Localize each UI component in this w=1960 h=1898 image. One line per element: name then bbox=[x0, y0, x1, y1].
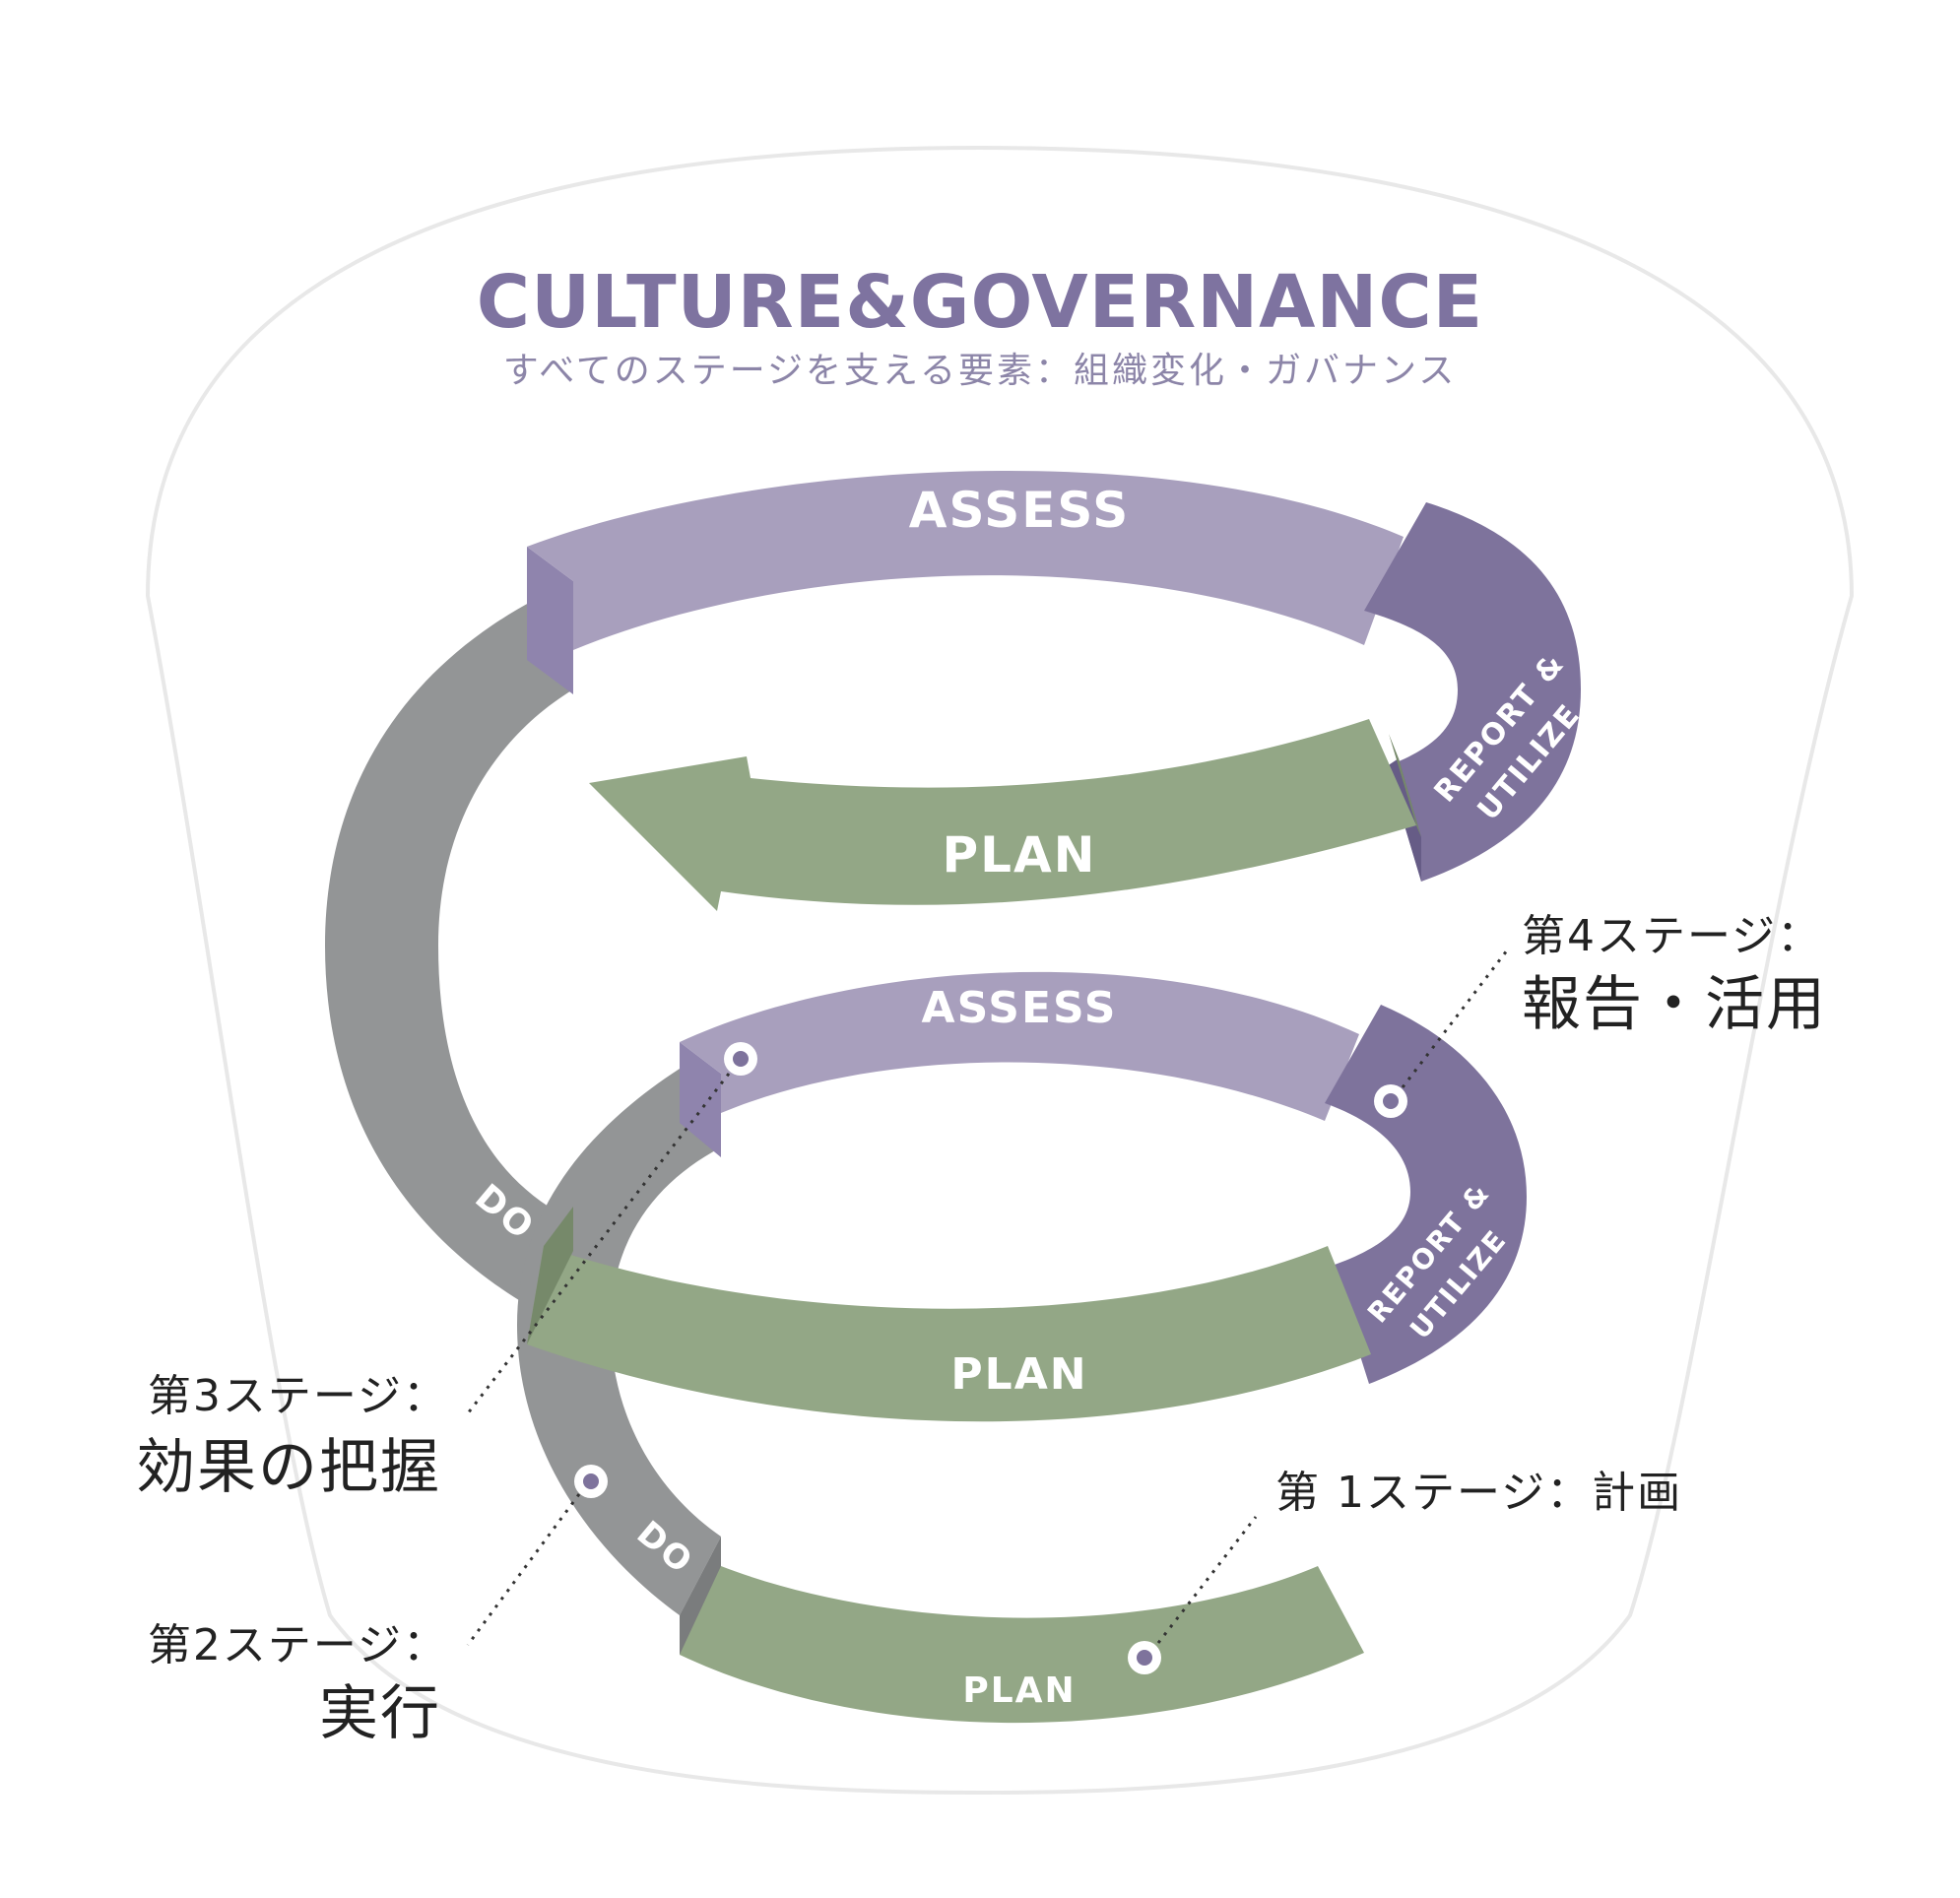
lower-do-side bbox=[680, 1537, 721, 1655]
upper-plan-band bbox=[589, 719, 1416, 911]
leader-line-stage2 bbox=[466, 1493, 581, 1646]
lower-assess-side bbox=[680, 1042, 721, 1157]
upper-assess-side bbox=[527, 547, 573, 694]
upper-report-band bbox=[1364, 502, 1581, 882]
lower-plan-label: PLAN bbox=[950, 1349, 1087, 1400]
bottom-plan-band bbox=[680, 1566, 1364, 1724]
stage2-callout-label: 第2ステージ： bbox=[148, 1620, 448, 1670]
lower-assess-band bbox=[680, 971, 1359, 1121]
leader-lines bbox=[466, 949, 1509, 1646]
page-title: CULTURE&GOVERNANCE bbox=[477, 260, 1483, 345]
leader-line-stage3 bbox=[466, 1073, 731, 1414]
upper-plan-label: PLAN bbox=[942, 826, 1096, 884]
stage-marker-icon bbox=[1128, 1641, 1161, 1674]
page-subtitle: すべてのステージを支える要素：組織変化・ガバナンス bbox=[503, 351, 1458, 391]
upper-plan-side bbox=[1389, 734, 1421, 837]
stage3-callout-label: 第3ステージ： bbox=[148, 1371, 448, 1421]
lower-plan-band bbox=[527, 1246, 1371, 1422]
bottom-plan-label: PLAN bbox=[962, 1670, 1076, 1711]
lower-assess-label: ASSESS bbox=[922, 983, 1118, 1033]
culture-governance-outline bbox=[145, 145, 1855, 1796]
upper-do-band bbox=[325, 581, 573, 1305]
stage-marker-icon bbox=[574, 1465, 608, 1498]
stage4-callout-label: 第4ステージ： bbox=[1522, 911, 1822, 961]
stage2-callout-title: 実行 bbox=[319, 1679, 441, 1748]
stage1-callout: 第 1ステージ：計画 bbox=[1275, 1468, 1682, 1518]
upper-assess-label: ASSESS bbox=[909, 482, 1130, 539]
stage4-callout-title: 報告・活用 bbox=[1522, 970, 1827, 1039]
lower-do-band bbox=[517, 1069, 721, 1615]
stage3-callout-title: 効果の把握 bbox=[136, 1433, 441, 1502]
stage-marker-icon bbox=[1374, 1084, 1407, 1118]
lower-plan-side bbox=[527, 1207, 573, 1344]
stage-marker-icon bbox=[724, 1042, 757, 1076]
leader-line-stage1 bbox=[1156, 1516, 1258, 1644]
upper-assess-band bbox=[527, 470, 1404, 650]
